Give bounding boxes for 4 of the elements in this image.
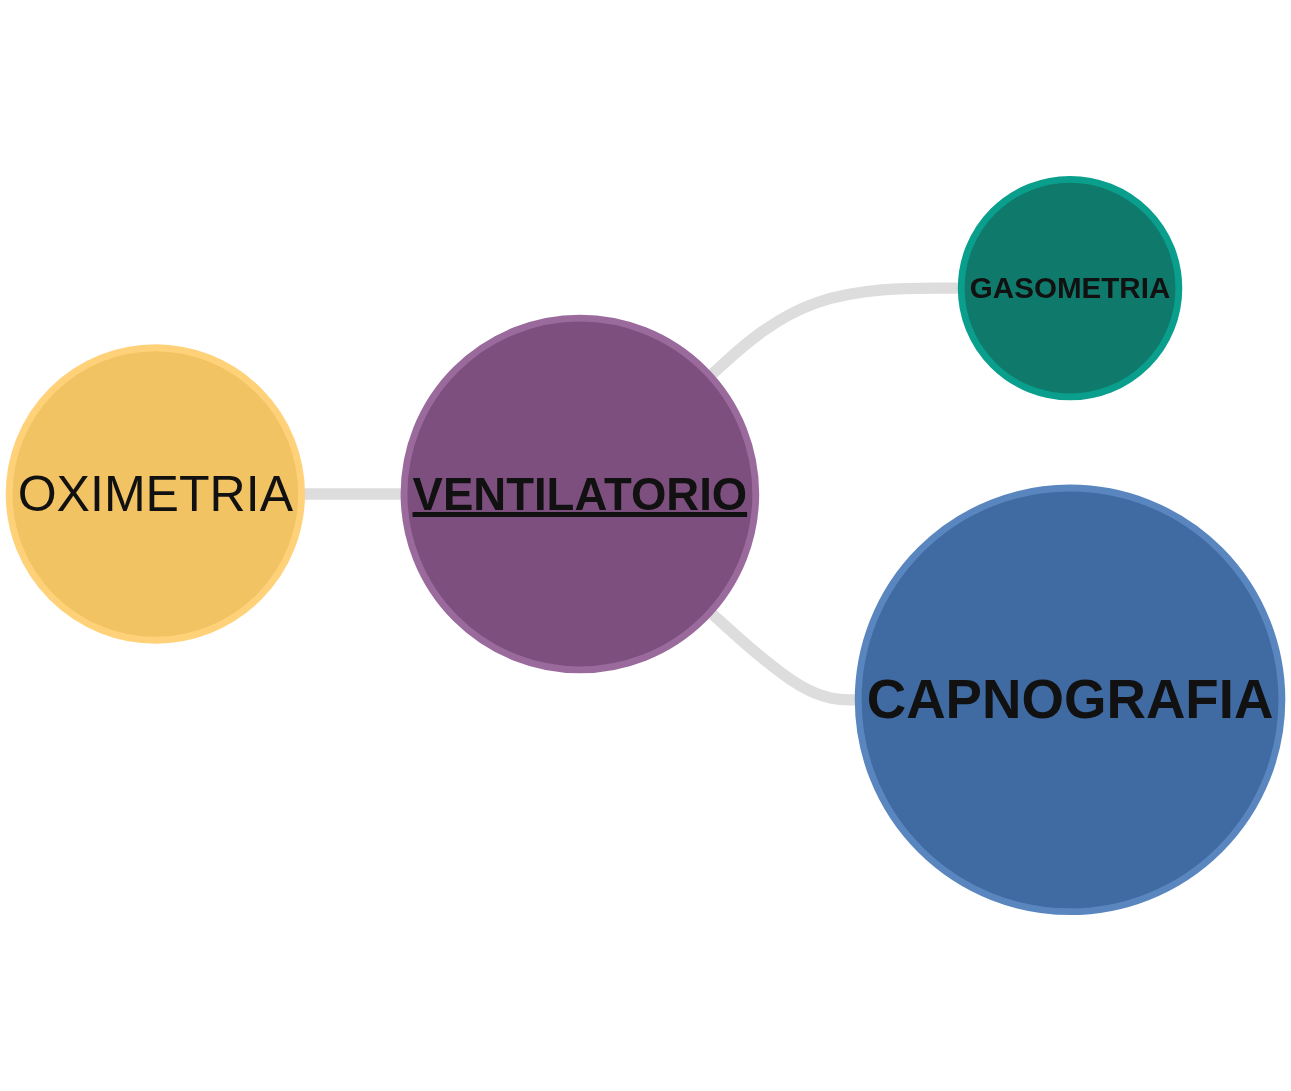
node-circle: VENTILATORIO xyxy=(400,314,760,674)
node-circle: OXIMETRIA xyxy=(5,344,305,644)
node-circle: GASOMETRIA xyxy=(957,175,1183,401)
node-circle: CAPNOGRAFIA xyxy=(854,484,1286,916)
